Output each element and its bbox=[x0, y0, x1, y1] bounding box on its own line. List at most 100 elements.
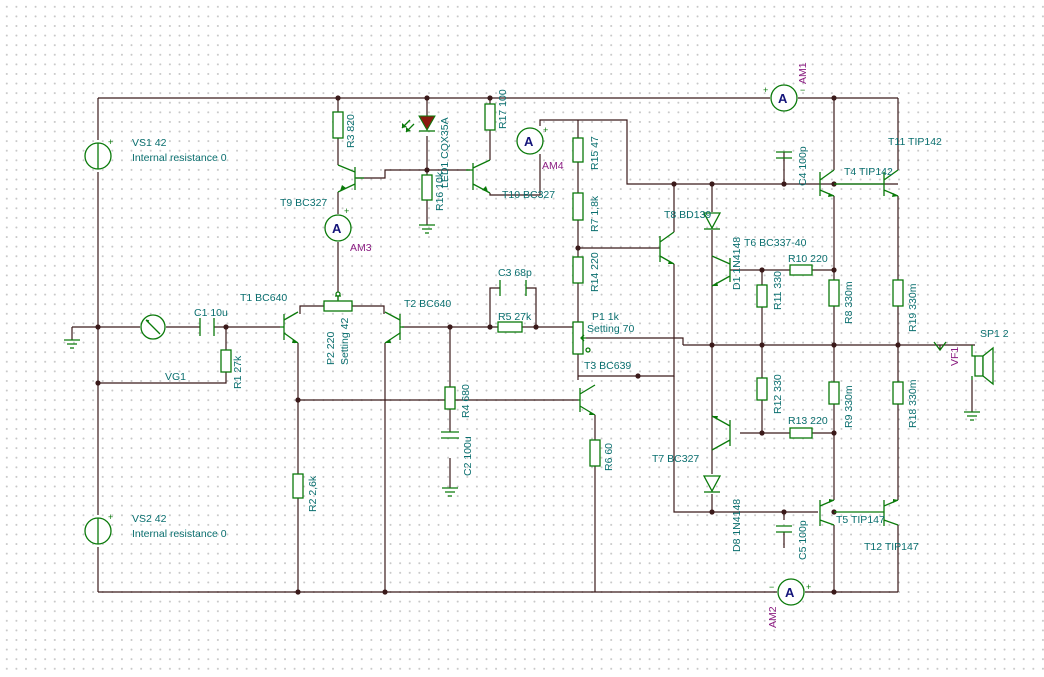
svg-text:C4 100p: C4 100p bbox=[797, 146, 809, 186]
c5-capacitor bbox=[776, 525, 792, 533]
t4-transistor bbox=[819, 169, 835, 197]
svg-text:R16 10k: R16 10k bbox=[434, 171, 446, 211]
svg-text:R8 330m: R8 330m bbox=[843, 281, 855, 324]
svg-text:R1 27k: R1 27k bbox=[232, 355, 244, 389]
r11-resistor bbox=[756, 284, 768, 308]
svg-text:AM4: AM4 bbox=[542, 160, 564, 172]
led-icon[interactable] bbox=[401, 115, 436, 133]
svg-text:Internal resistance 0: Internal resistance 0 bbox=[132, 528, 227, 540]
vs2-dc-voltage-source-icon[interactable]: + bbox=[84, 512, 113, 545]
svg-text:VG1: VG1 bbox=[165, 371, 186, 383]
svg-text:R3 820: R3 820 bbox=[345, 114, 357, 148]
svg-text:+: + bbox=[344, 206, 349, 216]
r4-resistor bbox=[444, 386, 456, 410]
t5-transistor bbox=[819, 499, 835, 526]
svg-text:R2 2,6k: R2 2,6k bbox=[307, 475, 319, 512]
svg-text:+: + bbox=[806, 582, 811, 592]
t10-transistor bbox=[466, 159, 491, 194]
svg-text:R5 27k: R5 27k bbox=[498, 311, 532, 323]
svg-text:AM2: AM2 bbox=[767, 606, 779, 628]
r15-resistor bbox=[572, 137, 584, 163]
svg-text:−: − bbox=[769, 582, 774, 592]
resistors[interactable] bbox=[220, 103, 904, 499]
svg-text:R13 220: R13 220 bbox=[788, 415, 828, 427]
svg-text:D1 1N4148: D1 1N4148 bbox=[731, 237, 743, 290]
d8-diode[interactable] bbox=[702, 475, 722, 493]
wires bbox=[71, 97, 975, 593]
r17-resistor bbox=[484, 103, 496, 131]
t1-transistor bbox=[280, 311, 299, 344]
r10-resistor bbox=[789, 264, 813, 276]
svg-text:R17 100: R17 100 bbox=[497, 89, 509, 129]
svg-text:R11 330: R11 330 bbox=[772, 271, 784, 310]
c2-capacitor bbox=[441, 431, 459, 439]
am4-ammeter-icon[interactable]: A + bbox=[516, 125, 548, 155]
am1-ammeter-icon[interactable]: A + − bbox=[763, 84, 805, 112]
r16-resistor bbox=[421, 174, 433, 201]
svg-text:D8 1N4148: D8 1N4148 bbox=[731, 499, 743, 552]
svg-text:T6 BC337-40: T6 BC337-40 bbox=[744, 237, 807, 249]
svg-text:P2 220: P2 220 bbox=[325, 332, 337, 365]
t12-transistor bbox=[834, 499, 899, 526]
svg-text:T3 BC639: T3 BC639 bbox=[584, 360, 631, 372]
transistors[interactable] bbox=[280, 159, 899, 526]
vs1-dc-voltage-source-icon[interactable]: + bbox=[84, 137, 113, 170]
svg-text:R18 330m: R18 330m bbox=[907, 379, 919, 428]
t2-transistor bbox=[384, 311, 404, 344]
r5-resistor bbox=[497, 321, 523, 333]
svg-text:C3 68p: C3 68p bbox=[498, 267, 532, 279]
svg-text:T5 TIP147: T5 TIP147 bbox=[836, 514, 885, 526]
svg-text:LED1 CQX35A: LED1 CQX35A bbox=[439, 117, 451, 188]
svg-text:C5 100p: C5 100p bbox=[797, 520, 809, 560]
svg-text:T8 BD139: T8 BD139 bbox=[664, 209, 711, 221]
c4-capacitor bbox=[776, 151, 792, 159]
svg-text:A: A bbox=[785, 585, 795, 600]
svg-text:AM3: AM3 bbox=[350, 242, 372, 254]
r18-resistor bbox=[892, 381, 904, 405]
vg1-ac-signal-generator-icon[interactable] bbox=[140, 314, 166, 340]
r12-resistor bbox=[756, 377, 768, 401]
svg-text:T12 TIP147: T12 TIP147 bbox=[864, 541, 919, 553]
svg-text:R14 220: R14 220 bbox=[589, 252, 601, 292]
svg-text:VS2 42: VS2 42 bbox=[132, 513, 167, 525]
svg-text:−: − bbox=[800, 85, 805, 95]
d1-diode[interactable] bbox=[702, 212, 722, 230]
svg-text:A: A bbox=[332, 221, 342, 236]
c1-capacitor bbox=[199, 318, 215, 336]
junctions bbox=[95, 95, 901, 595]
vf1-voltage-probe[interactable] bbox=[933, 341, 947, 352]
am3-ammeter-icon[interactable]: A + bbox=[324, 206, 352, 242]
t9-transistor bbox=[337, 164, 364, 193]
p1-potentiometer[interactable] bbox=[572, 321, 591, 355]
svg-text:R12 330: R12 330 bbox=[772, 374, 784, 414]
svg-text:R10 220: R10 220 bbox=[788, 253, 828, 265]
svg-text:A: A bbox=[524, 134, 534, 149]
svg-text:A: A bbox=[778, 91, 788, 106]
t8-transistor bbox=[659, 231, 675, 265]
svg-text:R15 47: R15 47 bbox=[589, 136, 601, 170]
r19-resistor bbox=[892, 279, 904, 307]
t11-transistor bbox=[834, 169, 899, 197]
svg-text:+: + bbox=[763, 85, 768, 95]
svg-text:Internal resistance 0: Internal resistance 0 bbox=[132, 152, 227, 164]
svg-text:+: + bbox=[108, 512, 113, 522]
c3-capacitor bbox=[499, 280, 527, 296]
svg-text:SP1 2: SP1 2 bbox=[980, 328, 1009, 340]
capacitors[interactable] bbox=[199, 151, 792, 533]
r1-resistor bbox=[220, 349, 232, 373]
r13-resistor bbox=[789, 427, 813, 439]
svg-text:R6 60: R6 60 bbox=[603, 443, 615, 471]
svg-text:+: + bbox=[543, 125, 548, 135]
p2-potentiometer[interactable] bbox=[323, 291, 353, 312]
speaker-icon[interactable] bbox=[971, 345, 994, 386]
svg-text:T1 BC640: T1 BC640 bbox=[240, 292, 287, 304]
r2-resistor bbox=[292, 473, 304, 499]
am2-ammeter-icon[interactable]: A + − bbox=[769, 578, 811, 606]
svg-text:VF1: VF1 bbox=[949, 347, 961, 366]
svg-text:R7 1,8k: R7 1,8k bbox=[589, 195, 601, 232]
svg-text:T7 BC327: T7 BC327 bbox=[652, 453, 699, 465]
t6-transistor bbox=[711, 255, 731, 287]
svg-text:T4 TIP142: T4 TIP142 bbox=[844, 166, 893, 178]
